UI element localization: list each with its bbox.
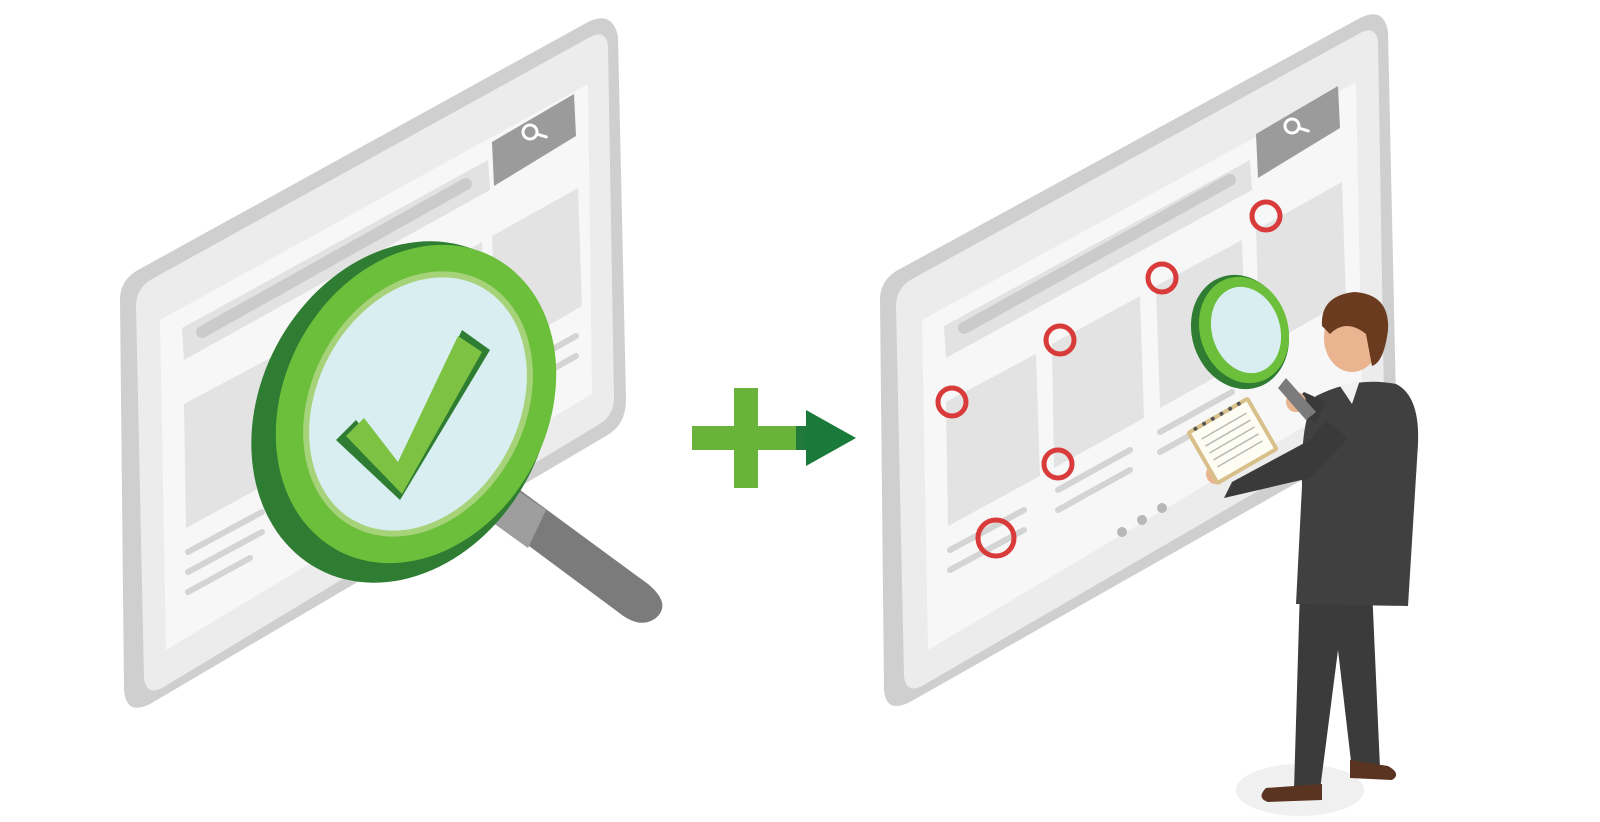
red-circle-marker-icon[interactable] [1043, 323, 1077, 357]
plus-icon [692, 388, 800, 488]
left-search-box[interactable] [492, 94, 576, 186]
magnifying-glass-icon [1190, 274, 1316, 420]
clipboard-icon [1186, 397, 1279, 485]
red-circle-marker-icon[interactable] [935, 385, 969, 419]
issue-markers [935, 199, 1283, 559]
inspector-hair [1321, 292, 1389, 366]
inspector-shoe-right [1350, 760, 1397, 780]
red-circle-marker-icon[interactable] [1249, 199, 1283, 233]
inspector-legs [1294, 588, 1380, 790]
red-circle-marker-icon[interactable] [975, 517, 1017, 559]
ellipsis-dots-icon [1117, 503, 1167, 537]
left-address-line [196, 178, 472, 338]
person-with-magnifier-icon [1206, 292, 1419, 816]
checkmark-icon [336, 330, 490, 500]
right-content-block-1 [946, 354, 1040, 526]
red-circle-marker-icon[interactable] [1145, 261, 1179, 295]
inspector-shoe-left [1261, 784, 1322, 802]
left-content-block-1 [184, 356, 278, 528]
arrow-right-icon [796, 410, 856, 466]
search-icon[interactable] [1283, 114, 1310, 140]
inspector-arm-back [1224, 420, 1348, 498]
red-circle-marker-icon[interactable] [1041, 447, 1075, 481]
search-icon[interactable] [521, 120, 548, 146]
right-address-line [958, 174, 1236, 334]
